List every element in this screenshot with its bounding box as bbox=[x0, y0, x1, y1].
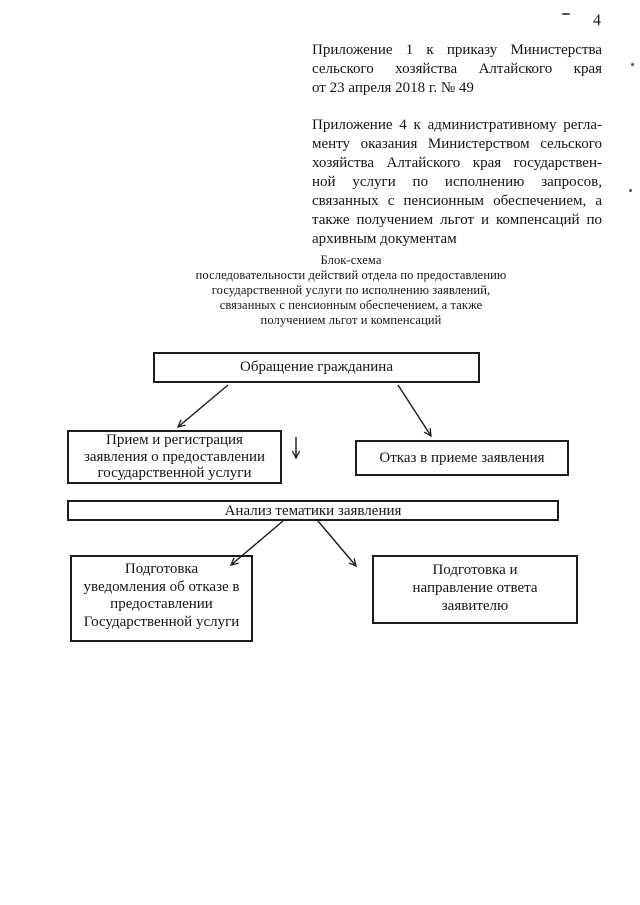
annex-1-line: от 23 апреля 2018 г. № 49 bbox=[312, 80, 474, 96]
annex-1-line: Приложение 1 к приказу Министерства bbox=[312, 42, 602, 58]
arrow-analysis-to-response bbox=[317, 520, 357, 568]
annex-4-reference: Приложение 4 к административному регла- … bbox=[312, 116, 602, 249]
flow-node-line: государственной услуги bbox=[97, 465, 252, 482]
block-schema-title: Блок-схема последовательности действий о… bbox=[130, 253, 572, 328]
page-number: 4 bbox=[593, 12, 601, 29]
flow-node-line: заявителю bbox=[441, 598, 509, 614]
flow-node-label: Отказ в приеме заявления bbox=[379, 449, 545, 466]
schema-title-line: государственной услуги по исполнению зая… bbox=[211, 283, 491, 297]
schema-title-line: получением льгот и компенсаций bbox=[260, 313, 442, 327]
scan-speck bbox=[629, 189, 632, 192]
annex-4-line: ной услуги по исполнению запросов, bbox=[312, 174, 602, 190]
arrow-citizen-to-refusal bbox=[397, 384, 432, 438]
annex-4-line: также получением льгот и компенсаций по bbox=[312, 212, 602, 228]
flow-node-label: Обращение гражданина bbox=[240, 359, 393, 375]
schema-title-line: Блок-схема bbox=[320, 253, 382, 267]
schema-title-line: связанных с пенсионным обеспечением, а т… bbox=[219, 298, 483, 312]
flow-node-line: Прием и регистрация bbox=[106, 432, 243, 449]
annex-4-line: хозяйства Алтайского края государствен- bbox=[312, 155, 602, 171]
flow-node-refusal-of-acceptance: Отказ в приеме заявления bbox=[355, 440, 569, 476]
flow-node-line: Подготовка bbox=[124, 561, 199, 577]
arrow-citizen-to-reception bbox=[176, 384, 229, 428]
scan-speck bbox=[631, 63, 634, 66]
flow-node-line: Государственной услуги bbox=[83, 613, 240, 630]
flow-node-line: предоставлении bbox=[110, 596, 213, 612]
flow-node-analysis: Анализ тематики заявления bbox=[67, 500, 559, 521]
scan-speck bbox=[562, 13, 570, 15]
annex-4-line: связанных с пенсионным обеспечением, а bbox=[312, 193, 602, 209]
annex-4-line: архивным документам bbox=[312, 231, 457, 247]
flow-node-line: направление ответа bbox=[412, 580, 538, 596]
flow-node-line: заявления о предоставлении bbox=[83, 448, 266, 465]
flow-node-label: Анализ тематики заявления bbox=[224, 502, 402, 519]
schema-title-line: последовательности действий отдела по пр… bbox=[195, 268, 507, 282]
flow-node-line: уведомления об отказе в bbox=[83, 578, 240, 595]
annex-4-line: менту оказания Министерством сельского bbox=[312, 136, 602, 152]
flow-node-response-preparation: Подготовка и направление ответа заявител… bbox=[372, 555, 578, 624]
flow-node-reception-registration: Прием и регистрация заявления о предоста… bbox=[67, 430, 282, 484]
flow-node-line: Подготовка и bbox=[432, 562, 518, 578]
annex-1-line: сельского хозяйства Алтайского края bbox=[312, 61, 602, 77]
annex-1-reference: Приложение 1 к приказу Министерства сель… bbox=[312, 41, 602, 98]
flow-node-citizen-appeal: Обращение гражданина bbox=[153, 352, 480, 383]
annex-4-line: Приложение 4 к административному регла- bbox=[312, 117, 602, 133]
flow-node-refusal-notice: Подготовка уведомления об отказе в предо… bbox=[70, 555, 253, 642]
